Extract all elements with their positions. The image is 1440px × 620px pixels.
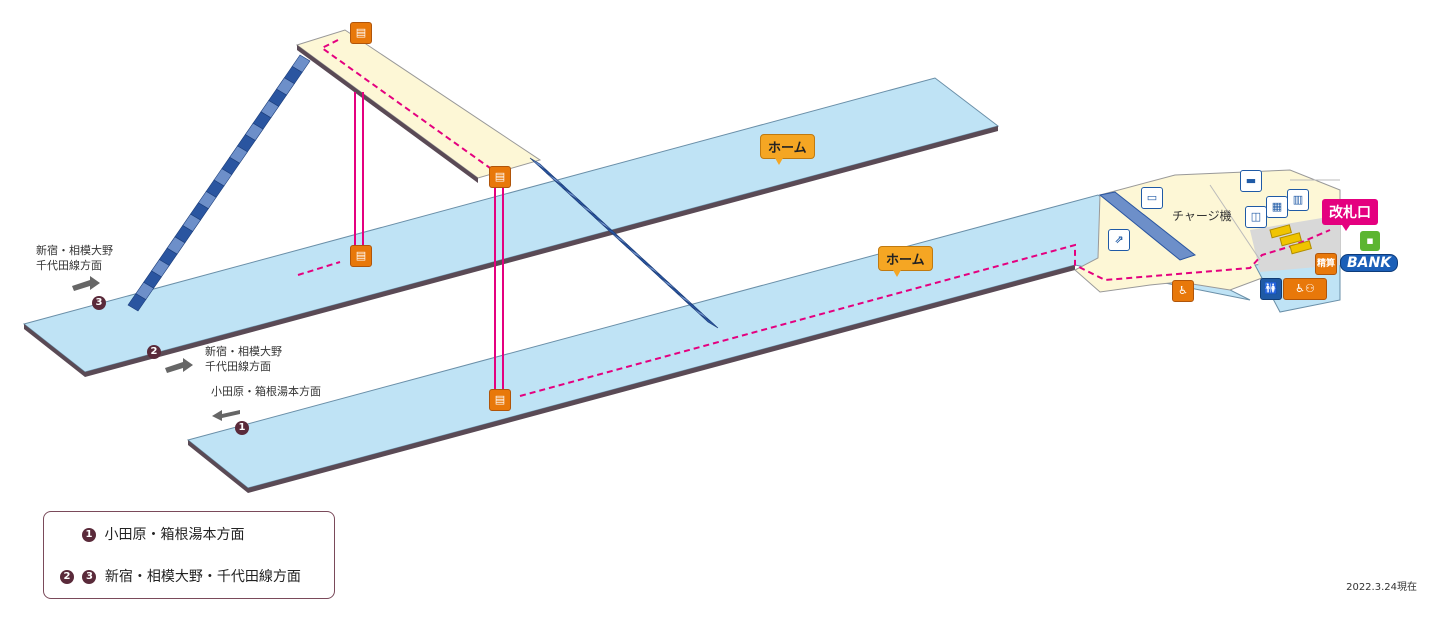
- wheelchair-icon: ♿: [1172, 280, 1194, 302]
- track-number-3: 3: [92, 296, 106, 310]
- legend-text: 小田原・箱根湯本方面: [104, 527, 245, 543]
- stair-step: [537, 165, 557, 180]
- concourse-walls: [1209, 179, 1340, 261]
- bank-atm-icon: BANK: [1340, 254, 1399, 272]
- ticket-gate-label: 改札口: [1322, 199, 1378, 231]
- track-number-2: 2: [147, 345, 161, 359]
- fare-adjustment-icon: ▬: [1240, 170, 1262, 192]
- stairs-concourse: [1098, 191, 1197, 261]
- ticket-machine-icon: ▭: [1141, 187, 1163, 209]
- elevator-shaft-2: [494, 185, 504, 390]
- upper-platform: [22, 77, 1000, 377]
- track-number-1: 1: [82, 528, 96, 542]
- platform-label-lower: ホーム: [878, 246, 933, 277]
- ticket-vending-icon: ▦: [1266, 196, 1288, 218]
- stair-step: [675, 291, 694, 306]
- charge-machine-label: チャージ機: [1172, 209, 1232, 223]
- direction-lower-odawara: 小田原・箱根湯本方面: [211, 385, 321, 398]
- elevator-shaft-1: [354, 92, 364, 248]
- elevator-icon: ▤: [489, 166, 511, 188]
- stairs-right: [529, 157, 719, 329]
- stair-step: [610, 232, 630, 247]
- platform-label-upper: ホーム: [760, 134, 815, 165]
- legend: 1 小田原・箱根湯本方面 2 3 新宿・相模大野・千代田線方面: [43, 511, 335, 599]
- fare-adjustment-machine-icon: 精算: [1315, 253, 1337, 275]
- legend-text: 新宿・相模大野・千代田線方面: [104, 569, 301, 585]
- direction-line: 千代田線方面: [205, 360, 271, 373]
- info-icon: ◫: [1245, 206, 1267, 228]
- elevator-icon: ▤: [350, 22, 372, 44]
- multipurpose-toilet-icon: ♿⚇: [1283, 278, 1327, 300]
- elevator-icon: ▤: [350, 245, 372, 267]
- stair-step: [626, 247, 646, 262]
- direction-line: 新宿・相模大野: [36, 244, 113, 257]
- charge-machine-icon: ▥: [1287, 189, 1309, 211]
- stair-step: [659, 277, 678, 291]
- direction-lower-shinjuku: 新宿・相模大野 千代田線方面: [205, 344, 282, 374]
- stair-step: [643, 262, 662, 277]
- direction-line: 新宿・相模大野: [205, 345, 282, 358]
- track-number-1: 1: [235, 421, 249, 435]
- direction-upper-shinjuku: 新宿・相模大野 千代田線方面: [36, 243, 113, 273]
- accessible-route: [297, 39, 1331, 397]
- elevator-icon: ▤: [489, 389, 511, 411]
- stair-step: [634, 254, 654, 269]
- ticket-gates: [1269, 224, 1313, 255]
- direction-line: 千代田線方面: [36, 259, 102, 272]
- legend-row-odawara: 1 小田原・箱根湯本方面: [82, 524, 244, 544]
- stair-step: [667, 284, 686, 299]
- stairs-left: [127, 54, 311, 312]
- escalator-icon: ⇗: [1108, 229, 1130, 251]
- stair-step: [127, 293, 147, 312]
- stair-step: [618, 239, 638, 254]
- legend-row-shinjuku: 2 3 新宿・相模大野・千代田線方面: [60, 566, 301, 586]
- toilet-icon: 🚻: [1260, 278, 1282, 300]
- date-note: 2022.3.24現在: [1346, 582, 1417, 593]
- atm-icon: ▪: [1360, 231, 1380, 251]
- direction-arrows: [72, 276, 240, 421]
- overhead-walkway: [295, 29, 542, 183]
- stair-step: [699, 314, 719, 329]
- stair-step: [651, 269, 670, 284]
- track-number-2: 2: [60, 570, 74, 584]
- track-number-3: 3: [82, 570, 97, 584]
